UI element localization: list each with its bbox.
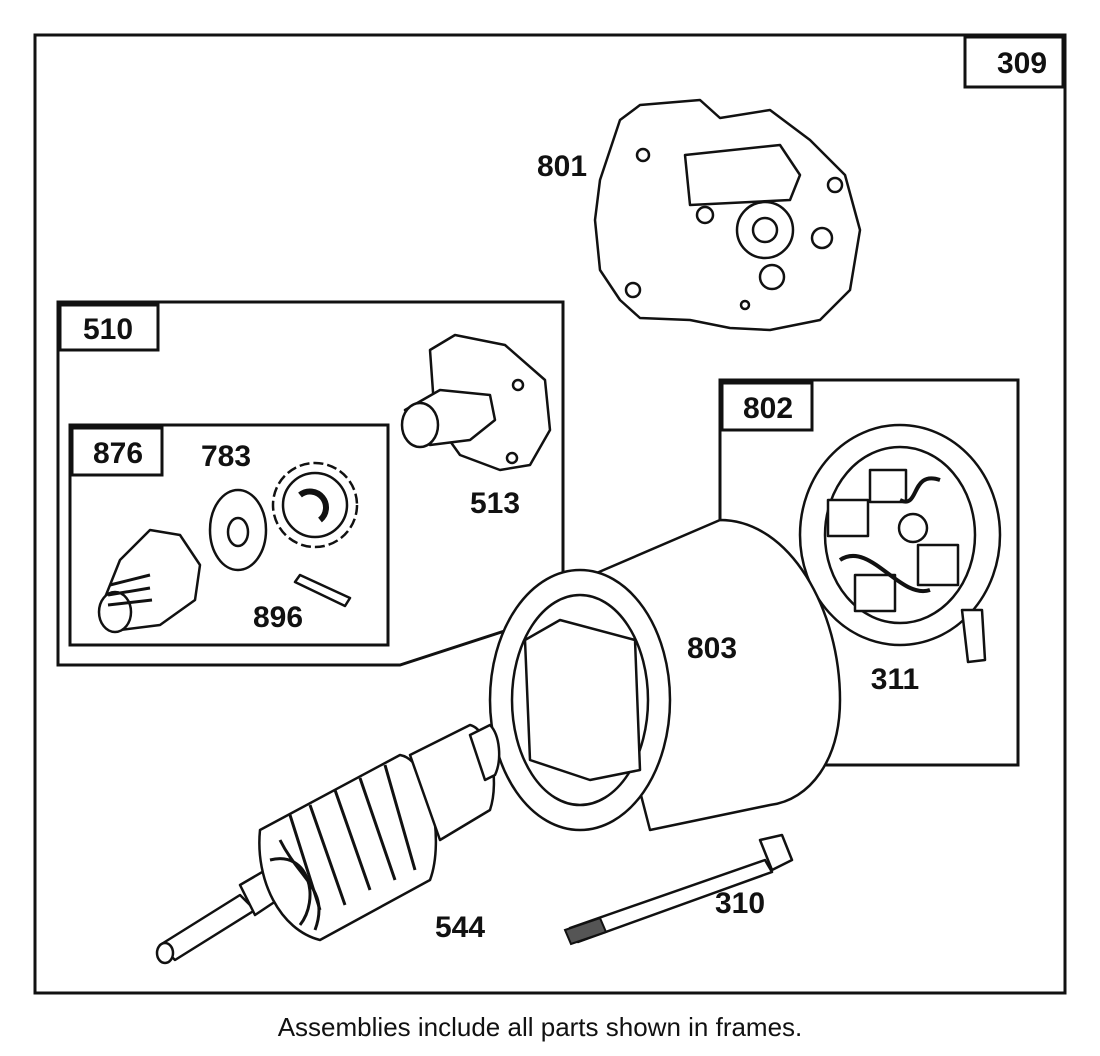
key-896[interactable] xyxy=(293,573,352,608)
brush-plate-311[interactable] xyxy=(798,423,1002,664)
assembly-number: 309 xyxy=(997,47,1047,80)
drive-assembly-label-box xyxy=(58,303,160,352)
frame-label-510: 510 xyxy=(83,313,133,346)
frame-label-876: 876 xyxy=(93,437,143,470)
armature-544[interactable] xyxy=(155,723,501,965)
caption: Assemblies include all parts shown in fr… xyxy=(278,1012,803,1042)
drive-housing-513[interactable] xyxy=(400,333,552,472)
part-label-311: 311 xyxy=(871,663,919,696)
part-label-544: 544 xyxy=(435,911,485,944)
brush-assembly-frame xyxy=(718,378,1020,767)
assembly-label-box xyxy=(963,35,1065,89)
part-label-896: 896 xyxy=(253,601,303,634)
thru-bolt-310[interactable] xyxy=(563,833,794,946)
gear-783[interactable] xyxy=(271,461,359,549)
brush-assembly-label-box xyxy=(720,381,814,432)
washer[interactable] xyxy=(208,488,268,572)
part-label-801: 801 xyxy=(537,150,587,183)
outer-frame xyxy=(33,33,1067,995)
clutch-876[interactable] xyxy=(97,528,202,634)
part-label-513: 513 xyxy=(470,487,520,520)
bracket-801[interactable] xyxy=(593,98,862,332)
housing-803[interactable] xyxy=(488,518,842,832)
clutch-assembly-label-box xyxy=(70,426,164,477)
drive-assembly-frame xyxy=(56,300,565,667)
part-label-783: 783 xyxy=(201,440,251,473)
clutch-assembly-frame xyxy=(68,423,390,647)
frame-label-802: 802 xyxy=(743,392,793,425)
part-label-803: 803 xyxy=(687,632,737,665)
part-label-310: 310 xyxy=(715,887,765,920)
